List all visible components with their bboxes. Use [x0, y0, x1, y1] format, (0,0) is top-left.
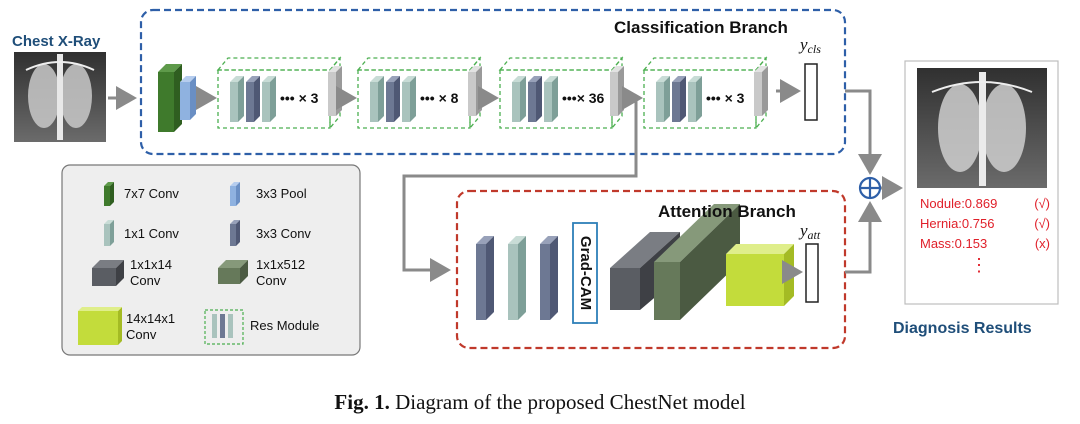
conv3x3-layer	[386, 76, 400, 122]
legend-conv1x1x512-label: 1x1x512 Conv	[256, 257, 306, 288]
res-output-layer	[328, 66, 342, 116]
repeat-count-label: •••× 36	[562, 90, 605, 106]
output-xray-image	[917, 68, 1047, 188]
conv3x3-layer	[528, 76, 542, 122]
diagnosis-item-text: Hernia:0.756	[920, 216, 995, 231]
res-output-layer	[754, 66, 768, 116]
classification-branch-title: Classification Branch	[614, 18, 788, 37]
caption-text: Diagram of the proposed ChestNet model	[389, 390, 746, 414]
gradcam-box	[572, 222, 598, 324]
res-module-group: ••• × 8	[356, 56, 482, 130]
input-xray-image	[14, 52, 106, 142]
attention-conv-stack	[476, 236, 558, 320]
legend-conv7-icon	[104, 182, 114, 206]
ycls-output-vector	[804, 63, 818, 121]
diagnosis-item: Hernia:0.756 (√)	[920, 216, 1050, 236]
legend-conv1-icon	[104, 220, 114, 246]
diagnosis-item-text: Mass:0.153	[920, 236, 988, 251]
diagnosis-item: Nodule:0.869 (√)	[920, 196, 1050, 216]
legend-conv3-label: 3x3 Conv	[256, 226, 311, 241]
conv1x1-layer	[262, 76, 276, 122]
legend-pool3-label: 3x3 Pool	[256, 186, 307, 201]
conv1x1-layer	[230, 76, 244, 122]
yatt-output-vector	[805, 243, 819, 303]
attention-branch-box	[455, 189, 847, 350]
legend-conv7-label: 7x7 Conv	[124, 186, 179, 201]
conv3x3-layer	[672, 76, 686, 122]
legend-conv1x1x512-icon	[218, 260, 248, 284]
diagnosis-item-mark: (√)	[1034, 196, 1050, 211]
input-label: Chest X-Ray	[12, 33, 101, 50]
diagnosis-item-mark: (x)	[1034, 236, 1050, 251]
legend-conv3-icon	[230, 220, 240, 246]
res-output-layer	[468, 66, 482, 116]
legend-conv1x1x14-label: 1x1x14 Conv	[130, 257, 172, 288]
conv1x1-layer	[544, 76, 558, 122]
res-module-groups: ••• × 3 ••• × 8 •••× 36 ••• × 3	[216, 56, 768, 130]
conv3x3-layer	[246, 76, 260, 122]
legend-res-module-icon	[204, 309, 244, 345]
diagnosis-item-text: Nodule:0.869	[920, 196, 998, 211]
conv1x1-layer	[656, 76, 670, 122]
diagnosis-list: Nodule:0.869 (√) Hernia:0.756 (√) Mass:0…	[920, 196, 1050, 274]
legend-conv14x14x1-label: 14x14x1 Conv	[126, 311, 176, 342]
repeat-count-label: ••• × 8	[420, 90, 459, 106]
pool3x3-block	[180, 76, 196, 120]
caption-label: Fig. 1.	[334, 390, 390, 414]
diagnosis-ellipsis: ⋮	[970, 255, 988, 275]
diagnosis-item-mark: (√)	[1034, 216, 1050, 231]
attention-branch-title: Attention Branch	[658, 202, 796, 221]
res-module-group: ••• × 3	[642, 56, 768, 130]
res-output-layer	[610, 66, 624, 116]
classification-branch-box	[139, 8, 847, 156]
attention-conv14x14x1	[726, 244, 794, 306]
gradcam-label: Grad-CAM	[577, 236, 594, 310]
res-module-group: •••× 36	[498, 56, 624, 130]
res-module-group: ••• × 3	[216, 56, 342, 130]
repeat-count-label: ••• × 3	[280, 90, 319, 106]
repeat-count-label: ••• × 3	[706, 90, 745, 106]
attention-connector	[402, 98, 638, 282]
legend-box	[61, 164, 361, 356]
legend-conv1x1x14-icon	[92, 260, 124, 286]
attention-conv1x1x512	[654, 204, 740, 320]
legend-pool3-icon	[230, 182, 240, 206]
combine-plus-icon	[858, 176, 882, 200]
yatt-label: yatt	[798, 221, 821, 242]
diagnosis-title: Diagnosis Results	[893, 320, 1032, 337]
diagnosis-item: Mass:0.153 (x)	[920, 236, 1050, 256]
legend-conv14x14x1-icon	[78, 307, 122, 345]
conv1x1-layer	[370, 76, 384, 122]
conv1x1-layer	[512, 76, 526, 122]
conv1x1-layer	[688, 76, 702, 122]
figure-caption: Fig. 1. Diagram of the proposed ChestNet…	[0, 390, 1080, 415]
ycls-label: ycls	[798, 35, 821, 56]
conv1x1-layer	[402, 76, 416, 122]
legend-res-module-label: Res Module	[250, 318, 320, 333]
conv7x7-block	[158, 64, 182, 132]
legend-conv1-label: 1x1 Conv	[124, 226, 179, 241]
